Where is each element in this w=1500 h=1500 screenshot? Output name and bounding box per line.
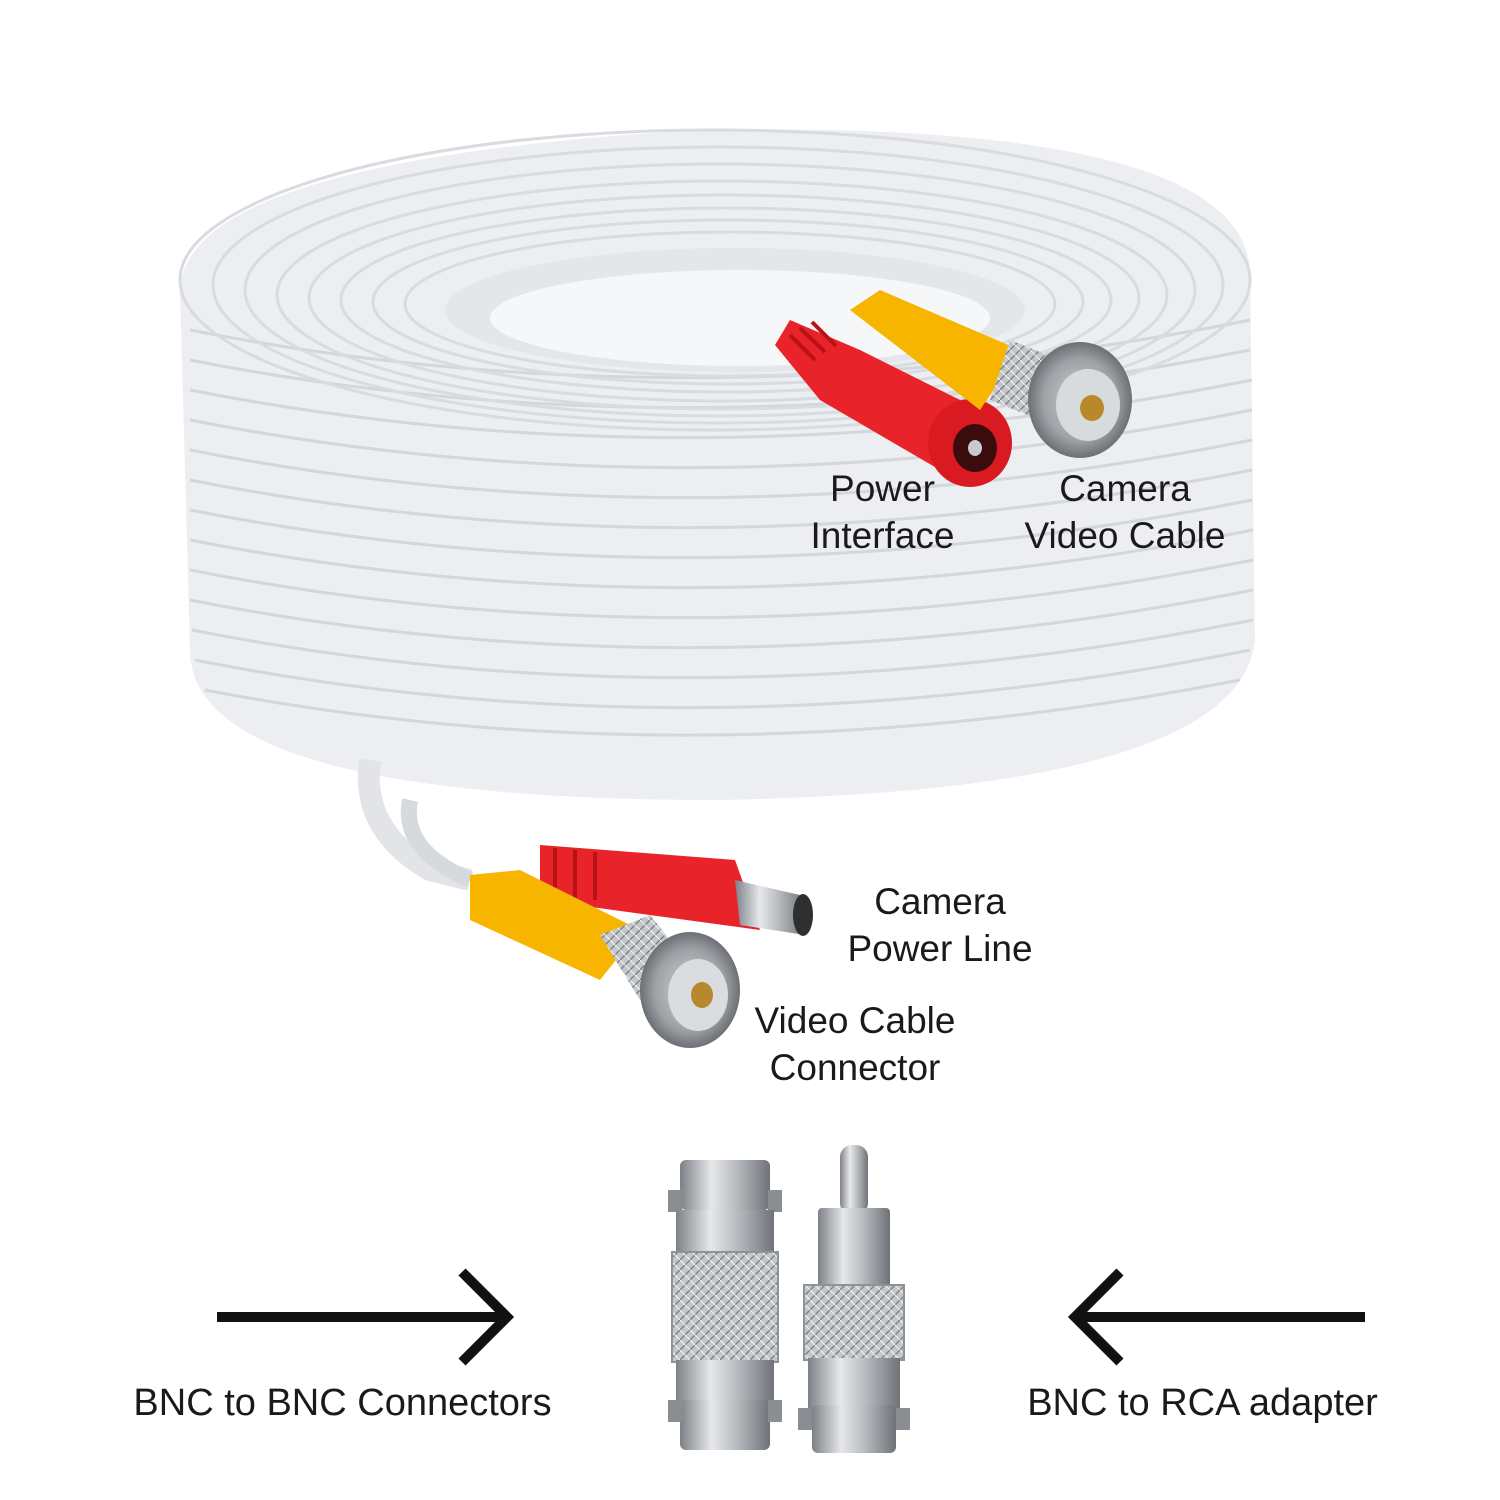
arrow-right-icon [217, 1268, 515, 1366]
bottom-video-connector [470, 870, 740, 1048]
camera-video-cable-label: Camera Video Cable [1024, 468, 1226, 556]
bottom-power-connector [540, 845, 813, 936]
camera-power-line-label: Camera Power Line [847, 881, 1033, 969]
bnc-to-rca-label: BNC to RCA adapter [1027, 1382, 1378, 1424]
bnc-to-bnc-label: BNC to BNC Connectors [133, 1382, 552, 1424]
cable-coil [178, 128, 1255, 891]
bnc-rca-adapter [798, 1145, 910, 1453]
top-power-connector [775, 320, 1012, 487]
top-video-connector [850, 290, 1132, 458]
bnc-barrel-adapter [668, 1160, 782, 1450]
arrow-left-icon [1067, 1268, 1365, 1366]
power-interface-label: Power Interface [810, 468, 955, 556]
video-cable-connector-label: Video Cable Connector [754, 1000, 956, 1088]
